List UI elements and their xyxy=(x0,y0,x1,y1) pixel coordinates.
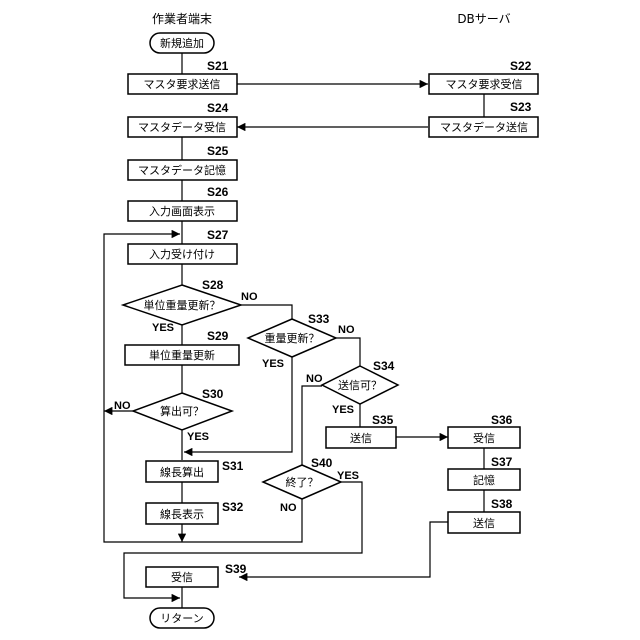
svg-text:入力画面表示: 入力画面表示 xyxy=(149,204,215,218)
s30-yes-label: YES xyxy=(187,431,209,443)
svg-text:リターン: リターン xyxy=(160,612,203,625)
s40-no-label: NO xyxy=(280,502,297,514)
decision-s30: 算出可？ S30 NO YES xyxy=(114,387,232,443)
step-s22: マスタ要求受信 S22 xyxy=(429,59,538,94)
s33-yes-label: YES xyxy=(262,358,284,370)
svg-text:算出可？: 算出可？ xyxy=(160,404,204,418)
svg-text:S31: S31 xyxy=(222,459,244,473)
svg-text:マスタデータ送信: マスタデータ送信 xyxy=(440,120,528,134)
svg-text:S32: S32 xyxy=(222,500,244,514)
s34-no-label: NO xyxy=(306,373,323,385)
s28-no-label: NO xyxy=(241,291,258,303)
svg-text:線長算出: 線長算出 xyxy=(160,465,204,479)
s30-no-label: NO xyxy=(114,400,131,412)
svg-text:マスタデータ記憶: マスタデータ記憶 xyxy=(138,163,226,177)
svg-text:S39: S39 xyxy=(225,562,247,576)
step-s39: 受信 S39 xyxy=(146,562,247,587)
svg-text:単位重量更新？: 単位重量更新？ xyxy=(144,298,221,312)
svg-text:S33: S33 xyxy=(308,312,330,326)
svg-text:S23: S23 xyxy=(510,100,532,114)
svg-text:S26: S26 xyxy=(207,185,229,199)
s28-yes-label: YES xyxy=(152,322,174,334)
svg-text:重量更新？: 重量更新？ xyxy=(265,331,320,345)
svg-text:S36: S36 xyxy=(491,413,513,427)
svg-text:S28: S28 xyxy=(202,278,224,292)
svg-text:新規追加: 新規追加 xyxy=(160,36,204,50)
svg-text:単位重量更新: 単位重量更新 xyxy=(149,348,215,362)
s33-no-label: NO xyxy=(338,324,355,336)
svg-text:受信: 受信 xyxy=(171,571,193,584)
step-s35: 送信 S35 xyxy=(326,413,396,448)
svg-text:送信: 送信 xyxy=(473,516,495,530)
svg-text:送信可？: 送信可？ xyxy=(338,378,382,392)
step-s24: マスタデータ受信 S24 xyxy=(128,101,237,137)
decision-s40: 終了？ S40 YES NO xyxy=(263,456,359,514)
s40-yes-label: YES xyxy=(337,470,359,482)
step-s32: 線長表示 S32 xyxy=(146,500,244,524)
svg-text:記憶: 記憶 xyxy=(473,473,495,487)
svg-text:送信: 送信 xyxy=(350,431,372,445)
svg-text:入力受け付け: 入力受け付け xyxy=(149,248,215,261)
svg-text:マスタ要求送信: マスタ要求送信 xyxy=(144,77,221,91)
svg-text:S37: S37 xyxy=(491,455,513,469)
decision-s33: 重量更新？ S33 NO YES xyxy=(248,312,355,370)
step-s36: 受信 S36 xyxy=(448,413,520,448)
svg-text:S34: S34 xyxy=(373,359,395,373)
svg-text:S35: S35 xyxy=(372,413,394,427)
step-s31: 線長算出 S31 xyxy=(146,459,244,482)
svg-text:S27: S27 xyxy=(207,228,229,242)
server-header: DBサーバ xyxy=(457,12,510,26)
svg-text:S21: S21 xyxy=(207,59,229,73)
svg-text:S24: S24 xyxy=(207,101,229,115)
svg-text:S25: S25 xyxy=(207,144,229,158)
s34-yes-label: YES xyxy=(332,404,354,416)
svg-text:S40: S40 xyxy=(311,456,333,470)
start-terminal: 新規追加 xyxy=(150,33,214,53)
terminal-header: 作業者端末 xyxy=(152,12,212,26)
svg-text:受信: 受信 xyxy=(473,432,495,445)
svg-text:マスタデータ受信: マスタデータ受信 xyxy=(138,120,226,134)
decision-s28: 単位重量更新？ S28 NO YES xyxy=(123,278,258,334)
decision-s34: 送信可？ S34 NO YES xyxy=(306,359,398,416)
svg-text:線長表示: 線長表示 xyxy=(160,507,204,521)
svg-text:S38: S38 xyxy=(491,497,513,511)
svg-text:マスタ要求受信: マスタ要求受信 xyxy=(446,78,523,91)
end-terminal: リターン xyxy=(150,608,214,628)
svg-text:S22: S22 xyxy=(510,59,532,73)
svg-text:S30: S30 xyxy=(202,387,224,401)
svg-text:S29: S29 xyxy=(207,329,229,343)
svg-text:終了？: 終了？ xyxy=(286,475,319,489)
